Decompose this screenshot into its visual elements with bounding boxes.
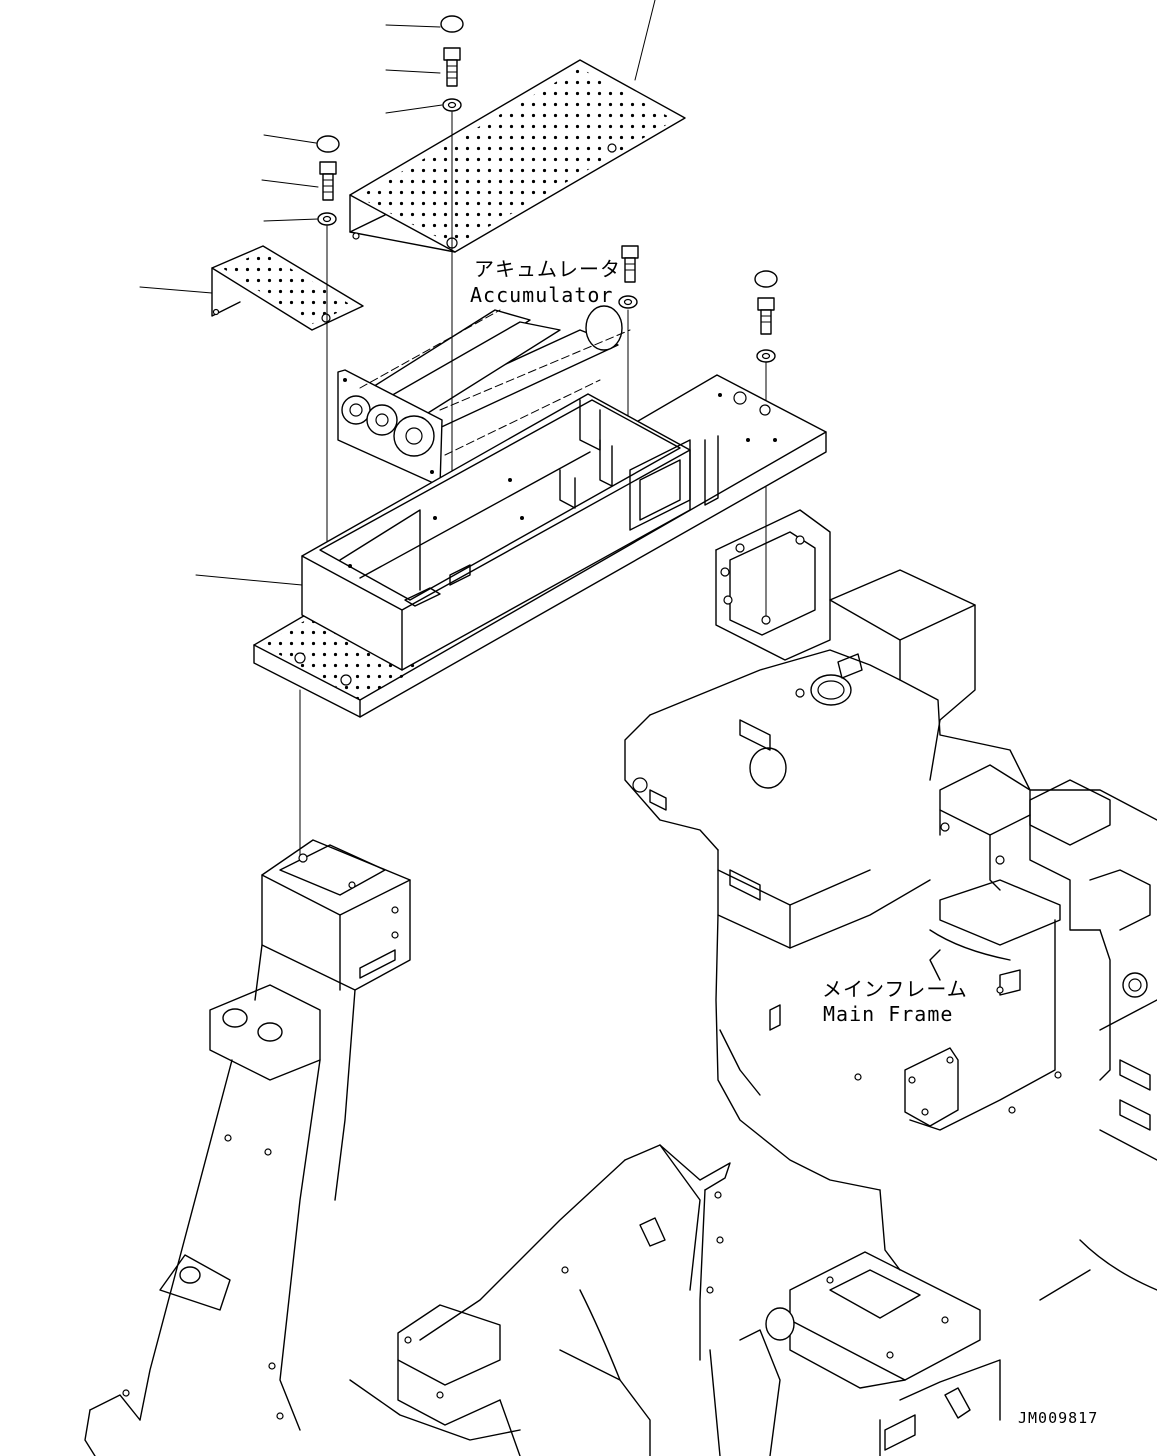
main-frame-label-en: Main Frame bbox=[823, 1002, 954, 1026]
accumulator-fastener-set bbox=[618, 245, 639, 309]
diagonal-arm bbox=[349, 1144, 731, 1456]
accumulator-box-and-step bbox=[253, 374, 827, 718]
accumulator-label-jp: アキュムレータ bbox=[474, 257, 621, 281]
small-perforated-cover bbox=[211, 245, 364, 331]
right-fastener-set bbox=[754, 270, 778, 363]
drawing-code: JM009817 bbox=[1018, 1409, 1099, 1427]
callout-leaders bbox=[139, 0, 656, 586]
upper-fastener-set bbox=[440, 15, 464, 112]
top-perforated-cover bbox=[349, 59, 686, 253]
main-frame-label-jp: メインフレーム bbox=[822, 977, 968, 1001]
bottom-center-frame bbox=[499, 1329, 971, 1456]
left-frame-post bbox=[84, 839, 411, 1456]
main-frame-body bbox=[624, 509, 1157, 1456]
accumulator-label-en: Accumulator bbox=[470, 283, 614, 307]
left-fastener-set bbox=[316, 135, 340, 226]
